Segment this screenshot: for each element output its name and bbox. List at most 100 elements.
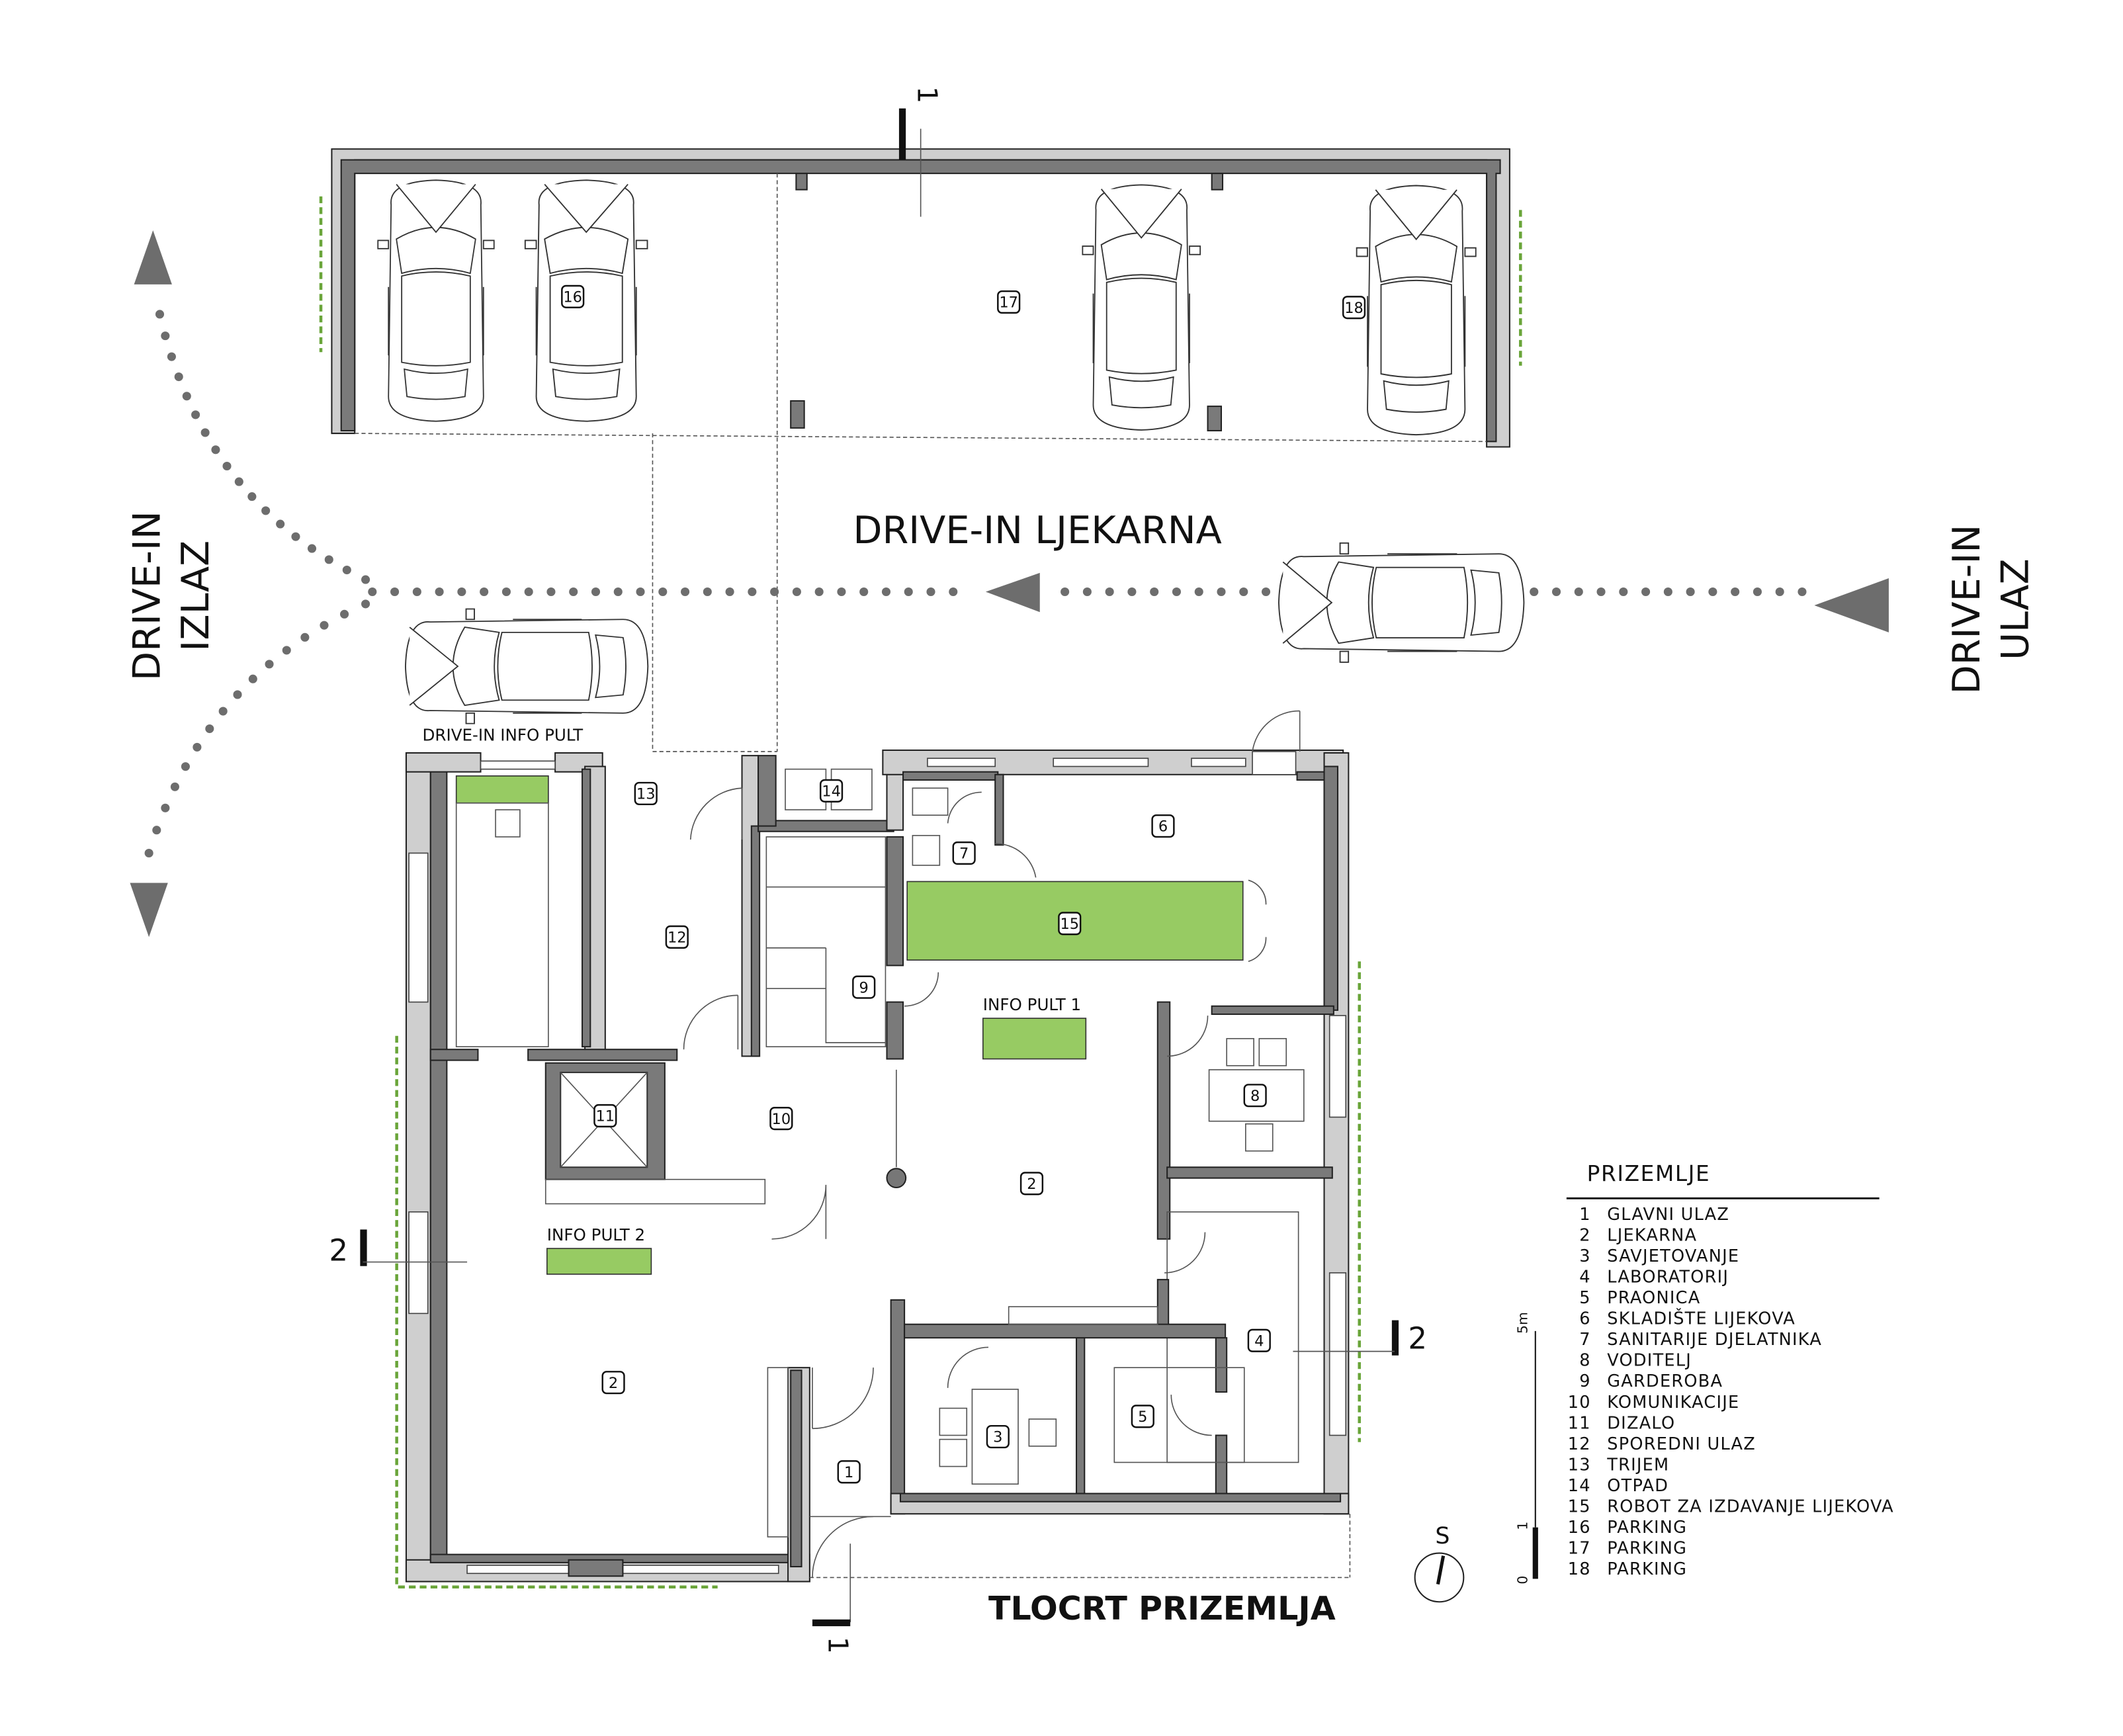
drive-in-info-desk <box>455 775 549 804</box>
path-dot <box>247 492 257 501</box>
legend-item-label: LJEKARNA <box>1607 1226 1697 1246</box>
path-dot <box>218 707 228 716</box>
path-dot <box>1596 587 1606 597</box>
path-dot <box>1194 587 1203 597</box>
info-pult-2-label: INFO PULT 2 <box>547 1225 645 1244</box>
room-number-marker: 6 <box>1151 814 1175 838</box>
drive-in-entry-line1: DRIVE-IN <box>1944 525 1989 695</box>
section-mark-1-bottom: 1 <box>812 1543 853 1654</box>
path-dot <box>859 587 869 597</box>
path-dot <box>546 587 556 597</box>
room-number-marker: 17 <box>997 290 1021 314</box>
room-number-marker: 2 <box>601 1371 625 1395</box>
legend-item-number: 2 <box>1579 1226 1591 1246</box>
info-pult-1-label: INFO PULT 1 <box>983 995 1081 1014</box>
path-dot <box>193 742 202 752</box>
path-dot <box>170 782 179 791</box>
path-dot <box>324 555 333 564</box>
path-dot <box>770 587 779 597</box>
path-dot <box>1082 587 1092 597</box>
legend-item-label: SANITARIJE DJELATNIKA <box>1607 1330 1822 1350</box>
room-number: 2 <box>1027 1176 1036 1193</box>
section-mark-2-right: 2 <box>1293 1320 1427 1356</box>
path-dot <box>182 392 191 401</box>
path-dot <box>191 410 200 419</box>
drive-in-label: DRIVE-IN LJEKARNA <box>853 508 1222 552</box>
car-icon <box>404 608 649 724</box>
room-number: 18 <box>1344 300 1364 317</box>
room-number-marker: 4 <box>1247 1328 1271 1352</box>
path-dot <box>1641 587 1651 597</box>
room-number: 7 <box>959 846 969 863</box>
path-dot <box>161 331 170 341</box>
path-dot <box>361 575 370 584</box>
path-dot <box>144 848 153 858</box>
room-number-marker: 3 <box>986 1424 1010 1449</box>
path-dot <box>1217 587 1226 597</box>
room-number: 17 <box>999 294 1018 312</box>
path-dot <box>390 587 400 597</box>
room-number-marker: 5 <box>1131 1405 1154 1428</box>
path-dot <box>234 477 243 486</box>
legend-item-number: 14 <box>1568 1476 1591 1496</box>
path-dot <box>904 587 913 597</box>
room-number-marker: 11 <box>593 1104 617 1128</box>
section-2-label: 2 <box>1408 1321 1427 1356</box>
legend-item-number: 15 <box>1568 1497 1591 1516</box>
legend-item-label: VODITELJ <box>1607 1351 1692 1371</box>
path-dot <box>949 587 958 597</box>
path-dot <box>1551 587 1561 597</box>
path-dot <box>248 674 257 683</box>
path-dot <box>368 587 377 597</box>
room-number-marker: 10 <box>769 1107 793 1131</box>
drive-in-exit-line1: DRIVE-IN <box>124 511 169 681</box>
path-dot <box>748 587 757 597</box>
legend-item-label: DIZALO <box>1607 1413 1675 1433</box>
path-dot <box>1798 587 1807 597</box>
legend-item: 3 SAVJETOVANJE <box>1579 1246 1739 1266</box>
legend-item-number: 3 <box>1579 1246 1591 1266</box>
path-dot <box>569 587 578 597</box>
path-dot <box>658 587 668 597</box>
drive-in-exit-line2: IZLAZ <box>173 541 218 652</box>
green-boundary-left <box>395 1035 718 1588</box>
room-number: 13 <box>636 786 656 803</box>
path-dot <box>792 587 801 597</box>
path-dot <box>181 762 190 771</box>
room-number: 15 <box>1060 916 1079 933</box>
path-dot <box>926 587 935 597</box>
legend-item-label: PARKING <box>1607 1538 1687 1558</box>
plan-title: TLOCRT PRIZEMLJA <box>988 1589 1336 1628</box>
path-dot <box>613 587 623 597</box>
path-dot <box>1708 587 1717 597</box>
scale-label-0: 0 <box>1515 1576 1531 1584</box>
path-dot <box>501 587 511 597</box>
room-number: 12 <box>668 930 687 947</box>
room-number: 9 <box>859 979 869 996</box>
room-number-marker: 18 <box>1342 296 1366 320</box>
legend-item-label: SAVJETOVANJE <box>1607 1246 1739 1266</box>
path-dot <box>1619 587 1628 597</box>
staircase <box>765 836 887 1047</box>
path-dot <box>881 587 891 597</box>
legend-item-number: 18 <box>1568 1559 1591 1579</box>
path-dot <box>457 587 466 597</box>
car-icon <box>377 179 495 422</box>
legend-item-number: 4 <box>1579 1268 1591 1287</box>
path-dot <box>1150 587 1159 597</box>
room-number-marker: 16 <box>561 284 585 308</box>
path-dot <box>174 372 183 382</box>
path-dot <box>222 461 232 471</box>
legend-item-label: KOMUNIKACIJE <box>1607 1393 1739 1412</box>
path-dot <box>233 690 242 699</box>
room-number-marker: 9 <box>852 975 876 999</box>
scale-bar: 5m 1 0 <box>1515 1312 1538 1584</box>
path-dot <box>703 587 712 597</box>
legend-item-label: SPOREDNI ULAZ <box>1607 1434 1756 1454</box>
path-dot <box>361 599 370 609</box>
path-dot <box>276 519 285 529</box>
